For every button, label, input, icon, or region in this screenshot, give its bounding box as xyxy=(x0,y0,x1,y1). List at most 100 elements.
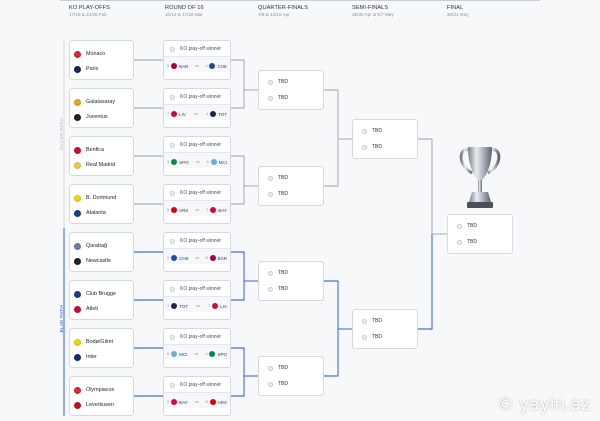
placeholder-crest-icon xyxy=(268,381,273,387)
playoff-tie-2[interactable]: Benfica Real Madrid xyxy=(69,136,134,176)
club-crest-icon xyxy=(74,290,81,298)
club-code: CHE xyxy=(217,63,227,69)
team-name: Galatasaray xyxy=(86,99,116,105)
placeholder-crest-icon xyxy=(170,382,175,388)
placeholder-crest-icon xyxy=(268,270,273,276)
club-code: LIV xyxy=(220,303,227,309)
qf-team: TBD xyxy=(278,381,288,387)
sf-tie-1[interactable]: TBD TBD xyxy=(352,309,418,349)
playoff-tie-6[interactable]: Bodø/Glimt Inter xyxy=(69,328,134,368)
placeholder-crest-icon xyxy=(457,239,462,245)
final-tie[interactable]: TBD TBD xyxy=(447,214,513,254)
club-crest-icon xyxy=(171,255,178,261)
sf-slot: TBD xyxy=(362,332,382,342)
vs-label: vs xyxy=(195,208,200,212)
stage-title: KO PLAY-OFFS xyxy=(69,5,110,11)
placeholder-crest-icon xyxy=(268,286,273,292)
club-crest-icon xyxy=(74,209,81,217)
club-crest-icon xyxy=(74,65,81,73)
placeholder-crest-icon xyxy=(170,142,175,148)
playoff-tie-7[interactable]: Olympiacos Leverkusen xyxy=(69,376,134,416)
stage-header-sf: SEMI-FINALS 28/30 Apr & 5/7 May xyxy=(352,5,394,17)
club-code: SPO xyxy=(179,159,189,165)
seed-number: 5 xyxy=(167,208,170,212)
seed-number: 5 xyxy=(167,64,170,68)
team-name: Club Brugge xyxy=(86,291,116,297)
qf-tie-1[interactable]: TBD TBD xyxy=(258,166,324,206)
stage-dates: 17/18 & 24/25 Feb xyxy=(69,12,107,17)
team-row: Inter xyxy=(74,351,97,363)
qf-tie-3[interactable]: TBD TBD xyxy=(258,356,324,396)
placeholder-crest-icon xyxy=(170,46,175,52)
playoff-tie-4[interactable]: Qarabağ Newcastle xyxy=(69,232,134,272)
stage-header-final: FINAL 30/31 May xyxy=(447,5,468,17)
stage-header-qf: QUARTER-FINALS 7/8 & 14/15 Apr xyxy=(258,5,308,17)
qf-slot: TBD xyxy=(268,189,288,199)
club-crest-icon xyxy=(74,401,81,409)
club-code: CHE xyxy=(179,255,189,261)
seed-number: 2 xyxy=(167,400,170,404)
team-row: Qarabağ xyxy=(74,240,107,252)
sf-team: TBD xyxy=(372,144,382,150)
stage-title: SEMI-FINALS xyxy=(352,5,389,11)
sf-team: TBD xyxy=(372,318,382,324)
seed-number: 0 xyxy=(205,64,208,68)
r16-winner-slot: KO play-off winner xyxy=(170,284,221,294)
final-slot: TBD xyxy=(457,221,477,231)
silver-path-label: SILVER PATH xyxy=(59,118,64,151)
placeholder-crest-icon xyxy=(170,334,175,340)
r16-winner-slot: KO play-off winner xyxy=(170,332,221,342)
club-crest-icon xyxy=(74,98,81,106)
club-crest-icon xyxy=(74,242,81,250)
stage-dates: 28/30 Apr & 5/7 May xyxy=(352,12,394,17)
r16-winner-label: KO play-off winner xyxy=(180,190,222,196)
sf-tie-0[interactable]: TBD TBD xyxy=(352,119,418,159)
club-crest-icon xyxy=(212,303,219,309)
stage-dates: 10/12 & 17/19 Mar xyxy=(165,12,203,17)
club-code: BAR xyxy=(179,63,189,69)
qf-tie-0[interactable]: TBD TBD xyxy=(258,70,324,110)
playoff-tie-5[interactable]: Club Brugge Atleti xyxy=(69,280,134,320)
playoff-tie-1[interactable]: Galatasaray Juventus xyxy=(69,88,134,128)
stage-dates: 30/31 May xyxy=(447,12,469,17)
team-row: Paris xyxy=(74,63,98,75)
club-crest-icon xyxy=(209,399,216,405)
seed-number: 6 xyxy=(206,160,209,164)
stage-title: QUARTER-FINALS xyxy=(258,5,309,11)
r16-winner-slot: KO play-off winner xyxy=(170,236,221,246)
club-code: LIV xyxy=(179,111,186,117)
r16-to-qf-connector xyxy=(231,347,245,397)
placeholder-crest-icon xyxy=(268,175,273,181)
seed-number: 2 xyxy=(206,208,209,212)
qf-tie-2[interactable]: TBD TBD xyxy=(258,261,324,301)
sf-slot: TBD xyxy=(362,142,382,152)
watermark: © yayin.az xyxy=(496,395,590,415)
r16-to-qf-connector xyxy=(231,251,245,301)
team-name: Atleti xyxy=(86,306,98,312)
playoff-tie-3[interactable]: B. Dortmund Atalanta xyxy=(69,184,134,224)
club-code: MCI xyxy=(179,351,188,357)
club-crest-icon xyxy=(74,113,81,121)
sf-to-final-connector xyxy=(418,138,433,234)
club-crest-icon xyxy=(209,351,216,357)
seed-number: 7 xyxy=(167,112,170,116)
playoff-tie-0[interactable]: Monaco Paris xyxy=(69,40,134,80)
